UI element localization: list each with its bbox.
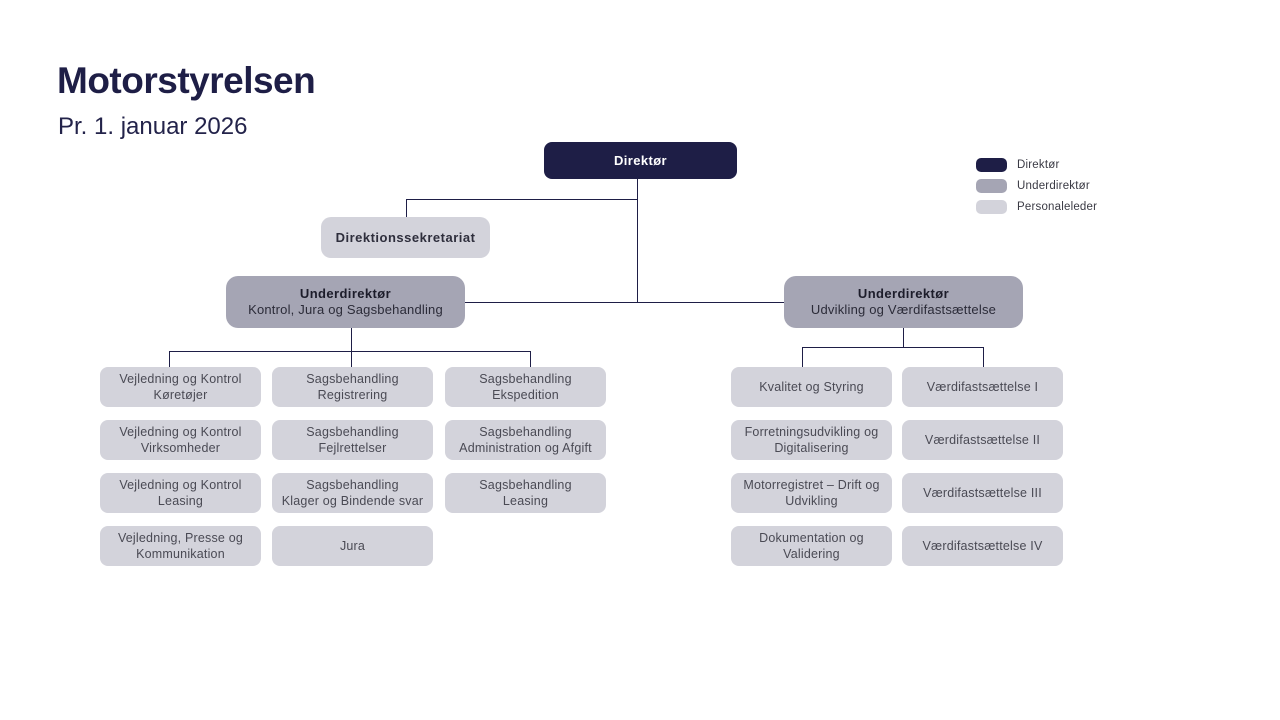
org-node: Sagsbehandling Administration og Afgift <box>445 420 606 460</box>
legend-item-personaleleder: Personaleleder <box>976 200 1097 214</box>
connector-line <box>802 347 803 367</box>
org-node: Sagsbehandling Leasing <box>445 473 606 513</box>
connector-line <box>351 328 352 367</box>
connector-line <box>169 351 170 367</box>
legend-label: Direktør <box>1017 159 1060 171</box>
org-node: Sagsbehandling Registrering <box>272 367 433 407</box>
legend-swatch-personaleleder <box>976 200 1007 214</box>
node-title: Underdirektør <box>857 286 950 301</box>
org-node: Kvalitet og Styring <box>731 367 892 407</box>
connector-line <box>169 351 530 352</box>
org-node: Sagsbehandling Fejlrettelser <box>272 420 433 460</box>
legend-label: Personaleleder <box>1017 201 1098 213</box>
legend: Direktør Underdirektør Personaleleder <box>976 158 1097 221</box>
org-node: Sagsbehandling Ekspedition <box>445 367 606 407</box>
org-node: Værdifastsættelse III <box>902 473 1063 513</box>
org-node: Vejledning og Kontrol Køretøjer <box>100 367 261 407</box>
org-node: Vejledning og Kontrol Leasing <box>100 473 261 513</box>
org-node: Motorregistret – Drift og Udvikling <box>731 473 892 513</box>
legend-item-underdirektor: Underdirektør <box>976 179 1097 193</box>
connector-line <box>983 347 984 367</box>
connector-line <box>465 302 784 303</box>
legend-item-direktor: Direktør <box>976 158 1097 172</box>
node-direktor: Direktør <box>544 142 737 179</box>
org-node: Værdifastsættelse IV <box>902 526 1063 566</box>
org-node: Værdifastsættelse II <box>902 420 1063 460</box>
org-node: Værdifastsættelse I <box>902 367 1063 407</box>
legend-label: Underdirektør <box>1017 180 1090 192</box>
node-direktionssekretariat: Direktionssekretariat <box>321 217 490 258</box>
page-subtitle: Pr. 1. januar 2026 <box>58 113 248 140</box>
node-subtitle: Kontrol, Jura og Sagsbehandling <box>248 302 443 317</box>
page-title: Motorstyrelsen <box>57 60 316 101</box>
connector-line <box>903 328 904 347</box>
node-title: Underdirektør <box>299 286 392 301</box>
connector-line <box>802 347 983 348</box>
org-node: Jura <box>272 526 433 566</box>
org-node: Vejledning, Presse og Kommunikation <box>100 526 261 566</box>
connector-line <box>637 179 638 302</box>
node-subtitle: Udvikling og Værdifastsættelse <box>810 302 997 317</box>
org-node: Sagsbehandling Klager og Bindende svar <box>272 473 433 513</box>
org-node: Vejledning og Kontrol Virksomheder <box>100 420 261 460</box>
connector-line <box>406 199 638 200</box>
node-underdirektor-udvikling-vaerdifastsaettelse: Underdirektør Udvikling og Værdifastsætt… <box>784 276 1023 328</box>
node-underdirektor-kontrol-jura-sagsbehandling: Underdirektør Kontrol, Jura og Sagsbehan… <box>226 276 465 328</box>
connector-line <box>406 199 407 217</box>
org-node: Dokumentation og Validering <box>731 526 892 566</box>
legend-swatch-underdirektor <box>976 179 1007 193</box>
org-node: Forretningsudvikling og Digitalisering <box>731 420 892 460</box>
legend-swatch-direktor <box>976 158 1007 172</box>
connector-line <box>530 351 531 367</box>
